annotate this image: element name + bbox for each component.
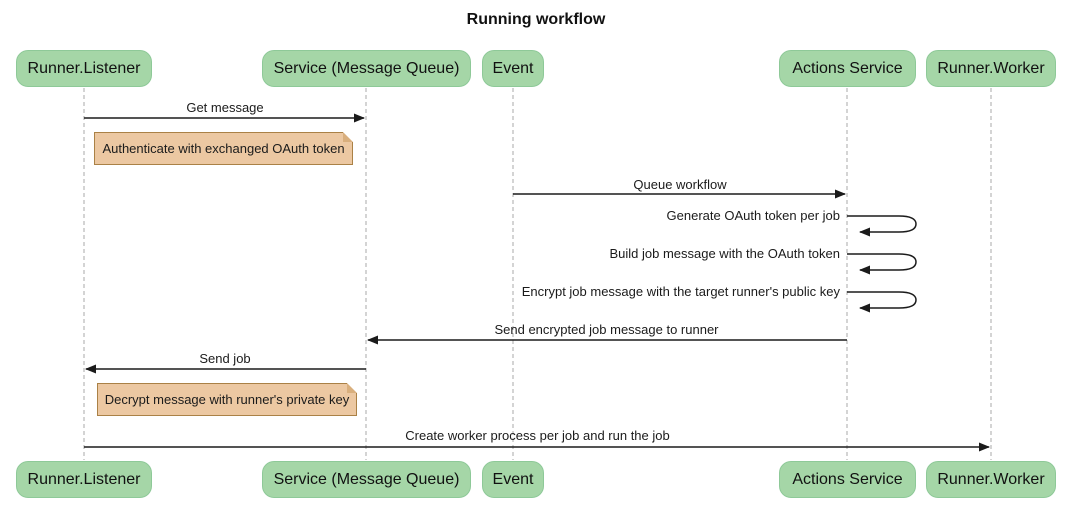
message-label-send-encrypted-job: Send encrypted job message to runner [494,322,719,337]
message-label-queue-workflow: Queue workflow [633,177,727,192]
message-label-send-job: Send job [199,351,251,366]
diagram-title: Running workflow [466,11,606,28]
note-authenticate-oauth: Authenticate with exchanged OAuth token [94,132,353,165]
actor-top-service-message-queue: Service (Message Queue) [262,50,471,87]
actor-bottom-runner-worker: Runner.Worker [926,461,1056,498]
message-label-encrypt-job-message: Encrypt job message with the target runn… [521,284,840,299]
selfloop-generate-oauth-token [847,215,917,237]
message-label-get-message: Get message [186,100,264,115]
actor-bottom-service-message-queue: Service (Message Queue) [262,461,471,498]
actor-bottom-actions-service: Actions Service [779,461,916,498]
actor-top-runner-listener: Runner.Listener [16,50,152,87]
message-label-build-job-message: Build job message with the OAuth token [609,246,840,261]
actor-top-runner-worker: Runner.Worker [926,50,1056,87]
selfloop-encrypt-job-message [847,291,917,313]
note-decrypt-message: Decrypt message with runner's private ke… [97,383,357,416]
selfloop-build-job-message [847,253,917,275]
message-label-create-worker-process: Create worker process per job and run th… [405,428,670,443]
actor-top-event: Event [482,50,544,87]
actor-bottom-event: Event [482,461,544,498]
actor-top-actions-service: Actions Service [779,50,916,87]
message-label-generate-oauth-token: Generate OAuth token per job [666,208,840,223]
actor-bottom-runner-listener: Runner.Listener [16,461,152,498]
